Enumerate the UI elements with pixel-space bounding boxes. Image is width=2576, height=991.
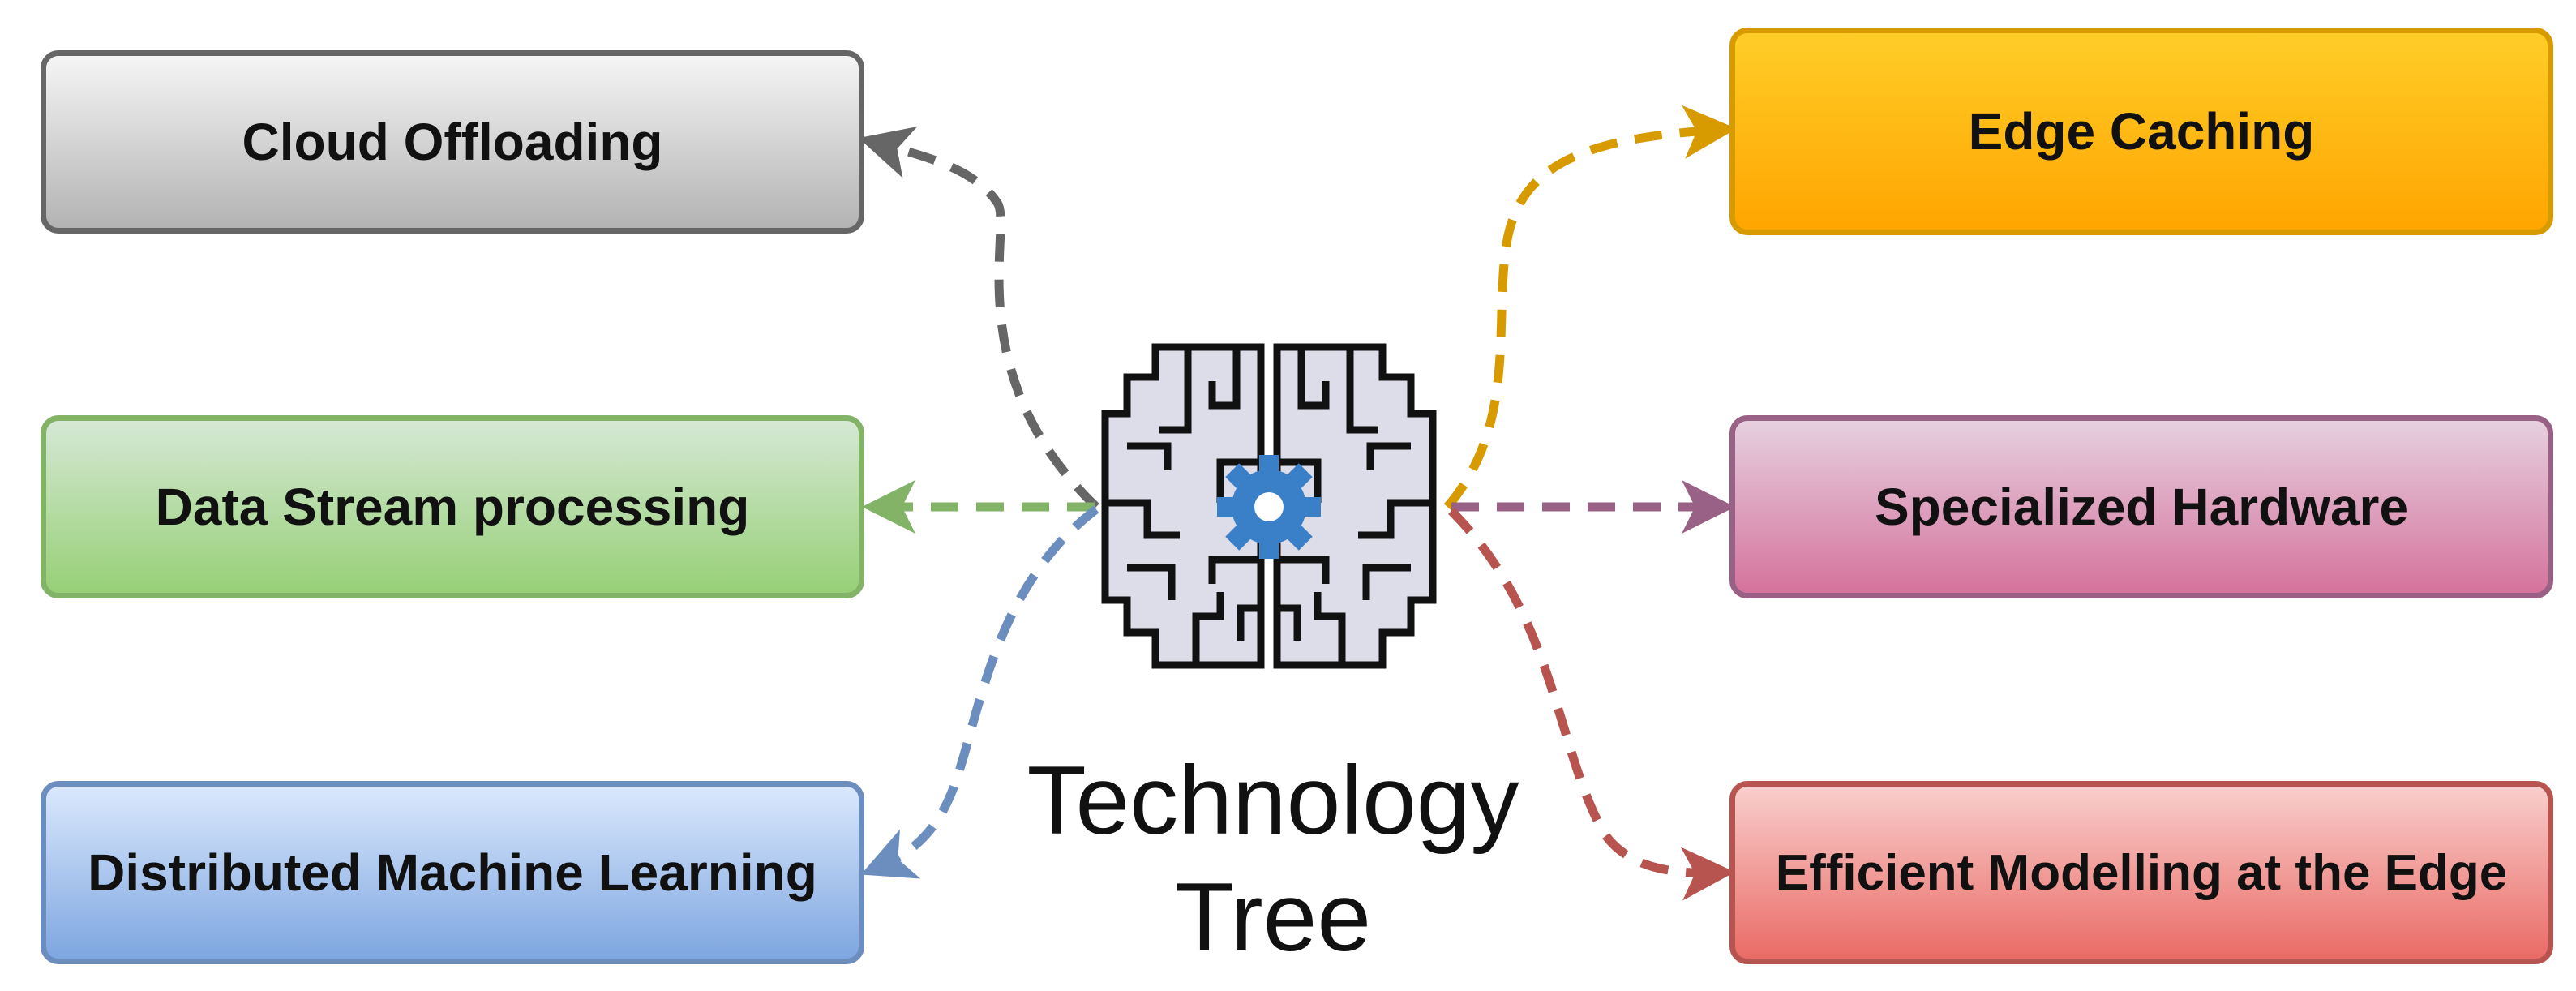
- node-specialized-hardware[interactable]: Specialized Hardware: [1729, 415, 2553, 598]
- node-data-stream-processing[interactable]: Data Stream processing: [41, 415, 864, 598]
- arrow-to-cloud-offloading: [858, 127, 1099, 510]
- arrow-to-distributed-machine-learning: [860, 505, 1099, 879]
- node-label: Data Stream processing: [155, 478, 750, 536]
- center-label: Technology Tree: [949, 742, 1597, 976]
- node-efficient-modelling-at-the-edge[interactable]: Efficient Modelling at the Edge: [1729, 781, 2553, 964]
- center-label-line2: Tree: [1174, 863, 1372, 972]
- node-label: Edge Caching: [1968, 102, 2315, 161]
- node-distributed-machine-learning[interactable]: Distributed Machine Learning: [41, 781, 864, 964]
- arrow-to-efficient-modelling: [1448, 508, 1735, 901]
- arrow-to-edge-caching: [1443, 105, 1737, 510]
- gear-icon: [1217, 455, 1321, 559]
- node-label: Efficient Modelling at the Edge: [1775, 844, 2508, 901]
- center-label-line1: Technology: [1027, 746, 1519, 855]
- node-label: Distributed Machine Learning: [88, 843, 817, 902]
- node-cloud-offloading[interactable]: Cloud Offloading: [41, 50, 864, 234]
- node-label: Specialized Hardware: [1874, 478, 2409, 536]
- brain-gear-icon: [1101, 343, 1437, 669]
- node-edge-caching[interactable]: Edge Caching: [1729, 28, 2553, 235]
- node-label: Cloud Offloading: [242, 113, 663, 171]
